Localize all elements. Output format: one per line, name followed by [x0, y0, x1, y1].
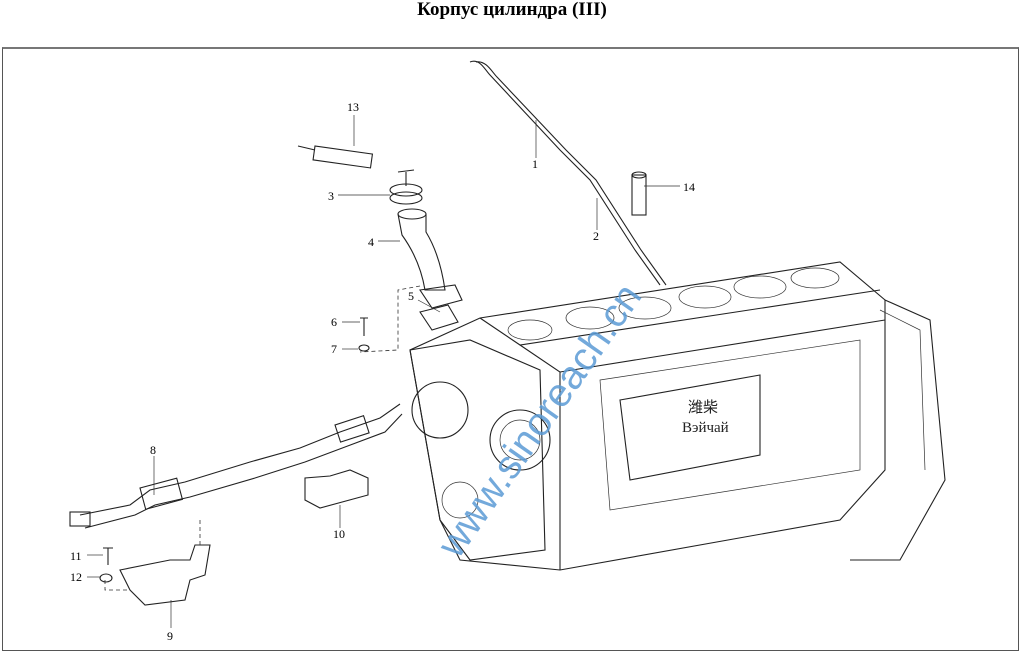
callout-8: 8: [150, 443, 156, 457]
callout-5: 5: [408, 289, 414, 303]
callout-9: 9: [167, 629, 173, 643]
part-12-nut: [99, 573, 113, 583]
cylinder-block: [409, 261, 946, 571]
watermark: www.sinoreach.cn: [429, 276, 651, 566]
callout-11: 11: [70, 549, 82, 563]
engine-brand-russian: Вэйчай: [682, 420, 729, 436]
part-3-cap: [389, 169, 423, 205]
callout-3: 3: [328, 189, 334, 203]
callout-7: 7: [331, 342, 337, 356]
part-13-pin: [297, 145, 374, 169]
part-5-gasket: [419, 304, 459, 331]
part-9-bracket: [119, 544, 211, 606]
assembly-guide-line: [104, 520, 201, 591]
callout-10: 10: [333, 527, 345, 541]
part-14-tube: [631, 171, 647, 216]
part-6-bolt: [360, 317, 368, 336]
callout-leaders: [87, 115, 680, 628]
assembly-guide-line: [359, 285, 421, 353]
engine-brand-chinese: 潍柴: [688, 399, 718, 416]
page-title: Корпус цилиндра (III): [417, 0, 607, 20]
callout-14: 14: [683, 180, 695, 194]
dipstick: [469, 60, 667, 286]
callout-13: 13: [347, 100, 359, 114]
part-10-bracket: [304, 469, 369, 509]
callout-2: 2: [593, 229, 599, 243]
callout-12: 12: [70, 570, 82, 584]
part-11-bolt: [103, 547, 113, 565]
callout-1: 1: [532, 157, 538, 171]
callout-4: 4: [368, 235, 374, 249]
part-8-sensor-assembly: [69, 403, 403, 529]
diagram-frame: [2, 47, 1019, 651]
part-4-filler-pipe: [397, 208, 463, 309]
callout-6: 6: [331, 315, 337, 329]
part-7-washer: [358, 344, 370, 352]
